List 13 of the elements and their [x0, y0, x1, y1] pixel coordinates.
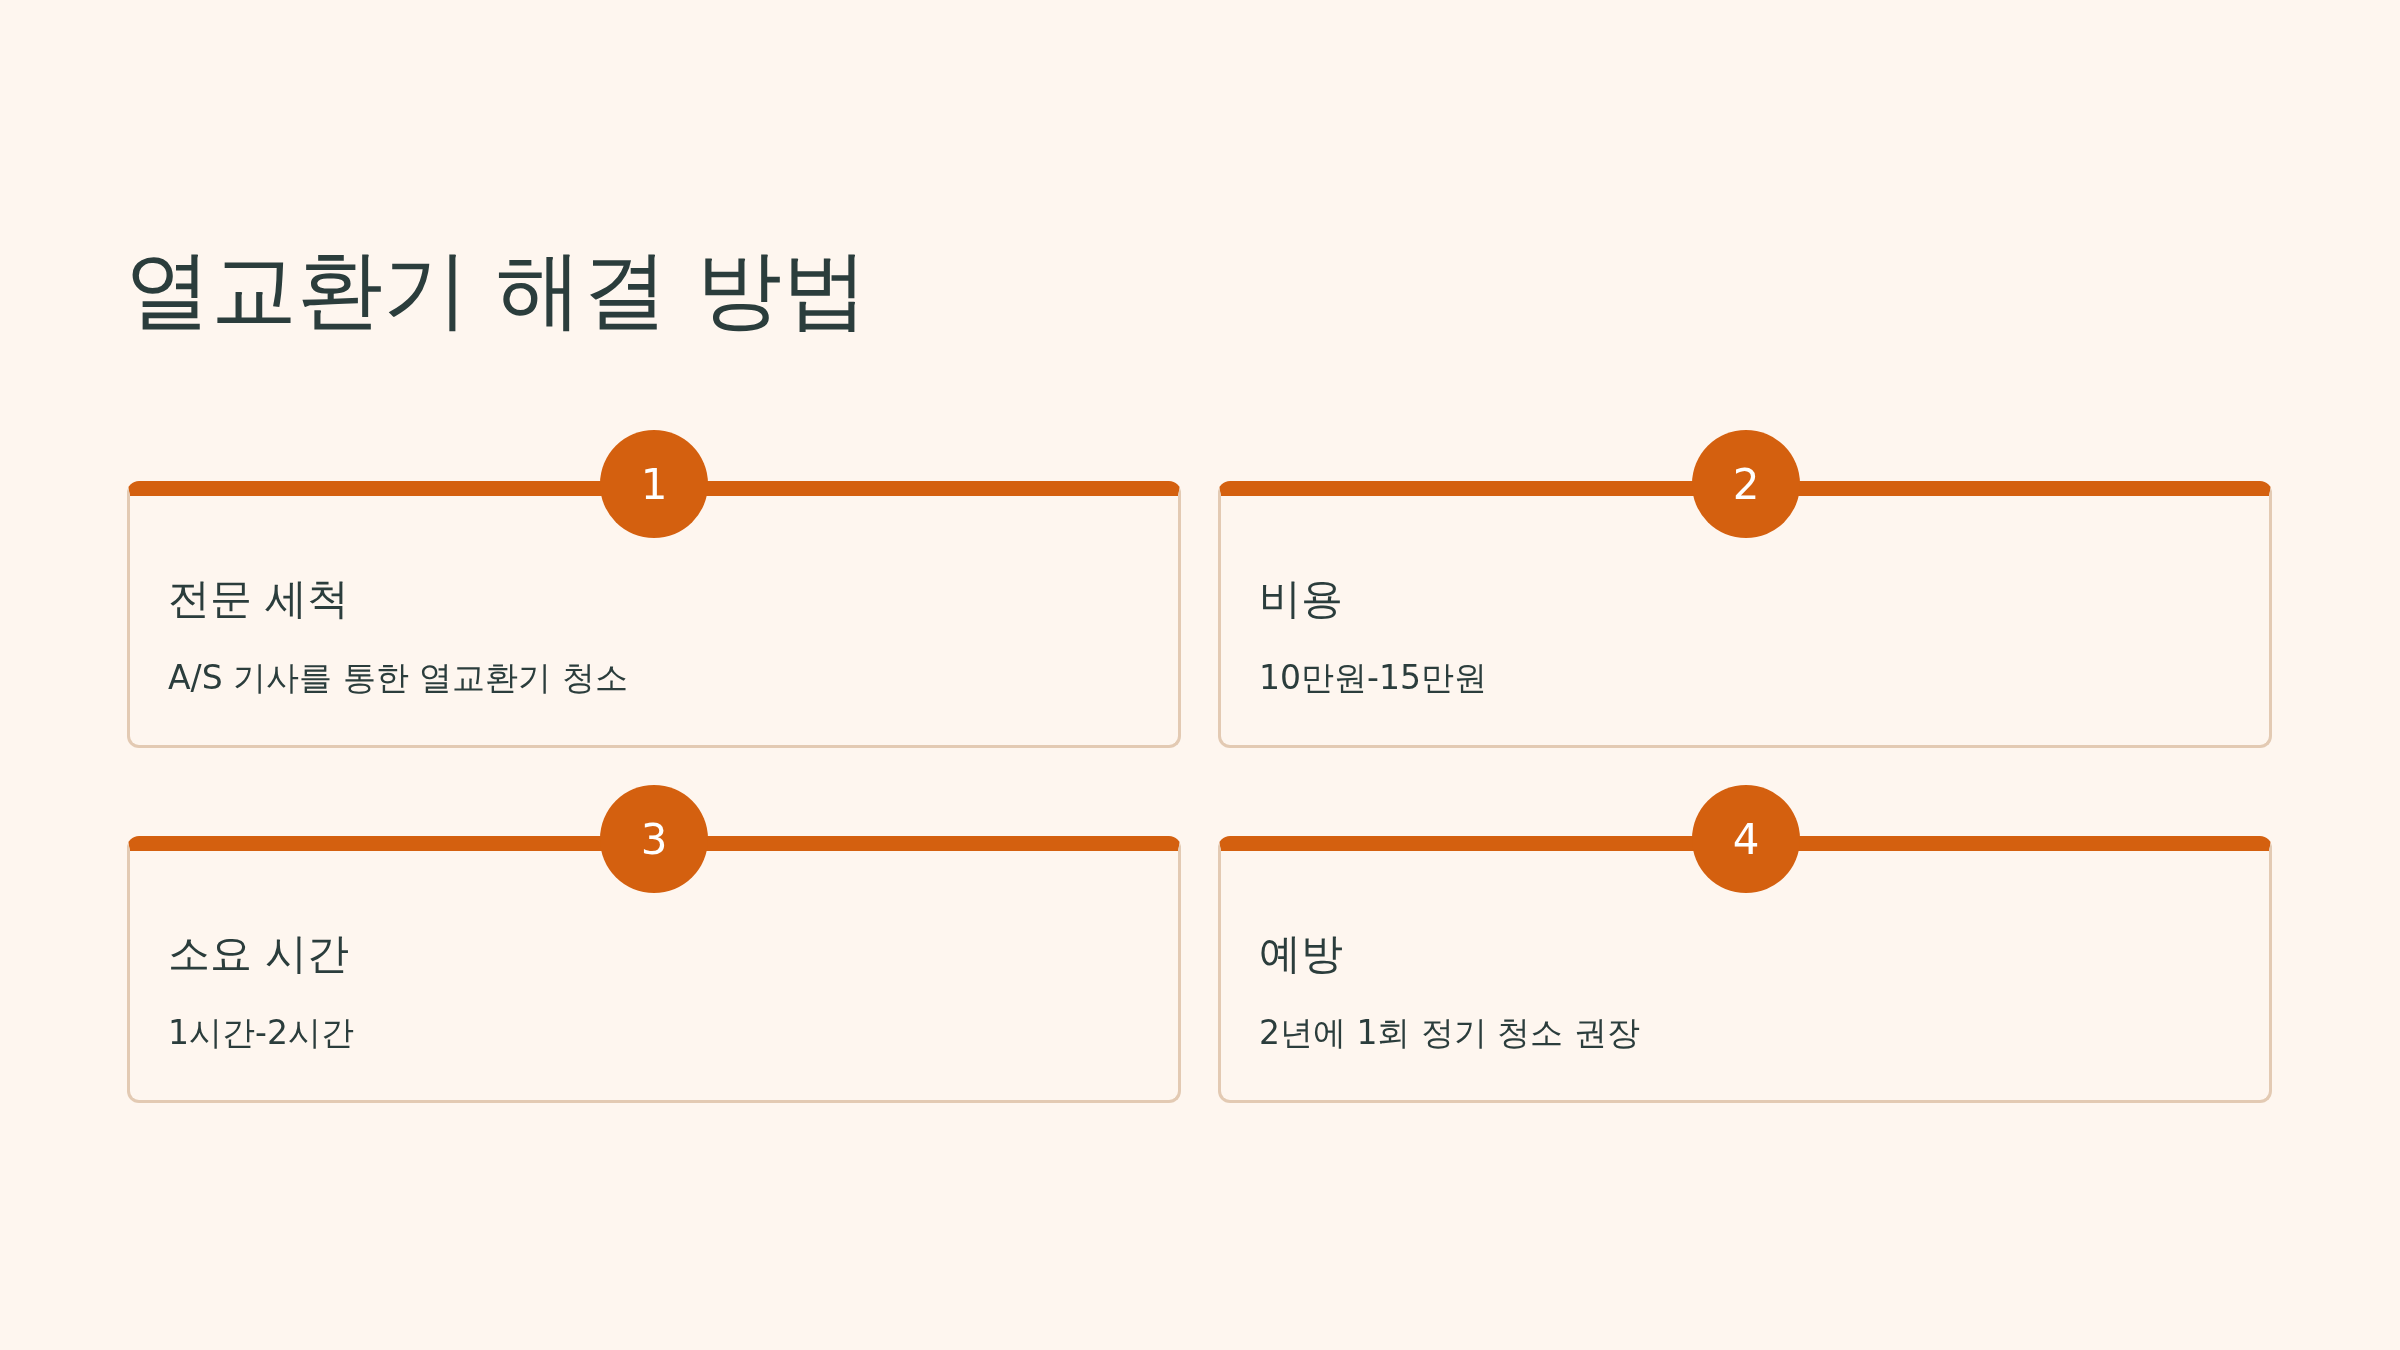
- card-heading: 전문 세척: [168, 573, 350, 625]
- card-text: 2년에 1회 정기 청소 권장: [1259, 1012, 1640, 1054]
- number-badge: 4: [1692, 785, 1800, 893]
- card-heading: 예방: [1259, 928, 1343, 980]
- number-badge: 2: [1692, 430, 1800, 538]
- card-text: 1시간-2시간: [168, 1012, 354, 1054]
- card-text: A/S 기사를 통한 열교환기 청소: [168, 657, 628, 699]
- card-heading: 비용: [1259, 573, 1343, 625]
- card-text: 10만원-15만원: [1259, 657, 1487, 699]
- title: 열교환기 해결 방법: [125, 238, 868, 341]
- card-heading: 소요 시간: [168, 928, 350, 980]
- number-badge: 1: [600, 430, 708, 538]
- number-badge: 3: [600, 785, 708, 893]
